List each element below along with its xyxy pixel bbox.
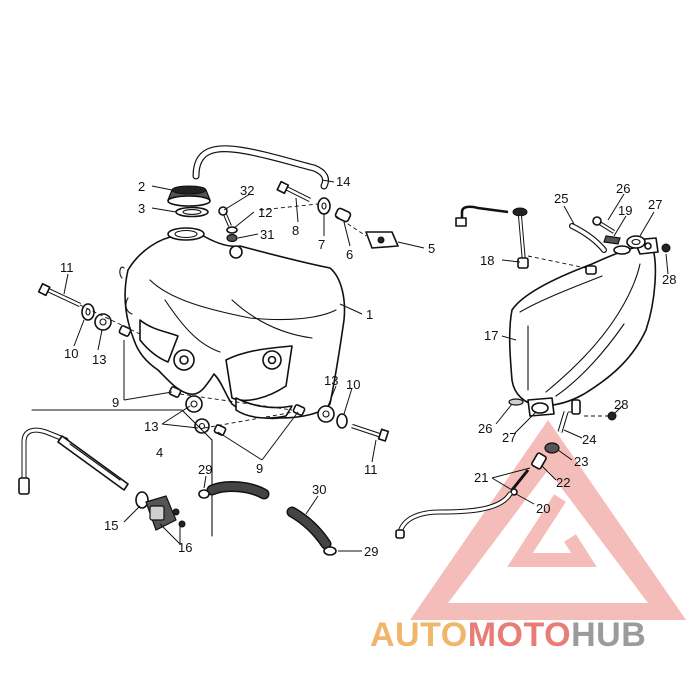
callout-27a: 27 <box>648 197 662 212</box>
valve-23 <box>544 442 560 454</box>
alignment-lines-right <box>527 255 612 417</box>
washer-7 <box>317 197 331 215</box>
callout-22: 22 <box>556 475 570 490</box>
clip-19 <box>603 235 621 245</box>
callout-12: 12 <box>258 205 272 220</box>
callout-26b: 26 <box>478 421 492 436</box>
pump-body-16 <box>145 495 186 531</box>
clamp-29-lower <box>323 546 337 556</box>
callout-28a: 28 <box>662 272 676 287</box>
callout-1: 1 <box>366 307 373 322</box>
callout-25: 25 <box>554 191 568 206</box>
nut-28-upper <box>661 243 671 253</box>
breather-pipe-25 <box>569 223 607 253</box>
spacer-9-lower <box>168 386 182 398</box>
callout-29a: 29 <box>198 462 212 477</box>
cap-27-lower <box>531 402 549 414</box>
callout-31: 31 <box>260 227 274 242</box>
watermark-brand-text: AUTOMOTOHUB <box>370 616 646 655</box>
callout-13c: 13 <box>324 373 338 388</box>
fuel-hose-30 <box>206 481 332 550</box>
bracket-5 <box>365 231 399 249</box>
brand-hub: HUB <box>571 616 647 654</box>
callout-17: 17 <box>484 328 498 343</box>
fitting-22 <box>531 452 547 470</box>
callout-14: 14 <box>336 174 350 189</box>
nut-31 <box>226 233 238 243</box>
spacer-9-mid <box>213 424 227 436</box>
callout-24: 24 <box>582 432 596 447</box>
callout-27b: 27 <box>502 430 516 445</box>
callout-3: 3 <box>138 201 145 216</box>
callout-11b: 11 <box>364 462 378 477</box>
grommet-13-right <box>317 405 335 423</box>
callout-8: 8 <box>292 223 299 238</box>
callout-9a: 9 <box>112 395 119 410</box>
bolt-11-right <box>351 423 390 442</box>
washer-12 <box>226 226 238 234</box>
callout-30: 30 <box>312 482 326 497</box>
callout-26a: 26 <box>616 181 630 196</box>
callout-32: 32 <box>240 183 254 198</box>
bolt-11-left <box>37 282 81 308</box>
auxiliary-tank-17 <box>508 237 659 417</box>
callout-23: 23 <box>574 454 588 469</box>
cap-gasket <box>175 206 209 218</box>
fitting-24 <box>557 411 569 433</box>
callout-6: 6 <box>346 247 353 262</box>
screw-8 <box>276 180 312 203</box>
grommet-13-lower-a <box>185 395 203 413</box>
grommet-13-lower-b <box>194 418 210 434</box>
callout-7: 7 <box>318 237 325 252</box>
brand-moto: MOTO <box>467 616 572 654</box>
callout-5: 5 <box>428 241 435 256</box>
callout-19: 19 <box>618 203 632 218</box>
callout-16: 16 <box>178 540 192 555</box>
callout-labels: 1 2 3 4 5 6 7 8 9 9 10 10 11 11 12 13 13… <box>60 174 676 559</box>
callout-21: 21 <box>474 470 488 485</box>
fuel-pump-assembly <box>18 409 213 537</box>
screw-26-lower <box>508 398 524 406</box>
callout-4: 4 <box>156 445 163 460</box>
breather-hose <box>192 145 330 190</box>
hose-20 <box>395 491 513 539</box>
alignment-lines-left <box>79 203 367 429</box>
washer-10-right <box>336 413 348 429</box>
cap-27-upper <box>626 235 646 249</box>
main-fuel-tank <box>119 227 346 420</box>
callout-9b: 9 <box>256 461 263 476</box>
clamp-29-upper <box>198 489 210 499</box>
level-sensor-18 <box>455 205 529 269</box>
callout-15: 15 <box>104 518 118 533</box>
o-ring-15 <box>135 491 149 509</box>
watermark-logo <box>410 420 686 620</box>
callout-18: 18 <box>480 253 494 268</box>
screw-32 <box>218 206 232 227</box>
callout-10a: 10 <box>64 346 78 361</box>
fuel-cap <box>167 185 211 207</box>
callout-28b: 28 <box>614 397 628 412</box>
callout-11a: 11 <box>60 260 74 275</box>
callout-13a: 13 <box>92 352 106 367</box>
grommet-13-left <box>94 313 112 331</box>
callout-20: 20 <box>536 501 550 516</box>
callout-2: 2 <box>138 179 145 194</box>
callout-13b: 13 <box>144 419 158 434</box>
callout-10b: 10 <box>346 377 360 392</box>
brand-auto: AUTO <box>370 616 468 654</box>
screw-26-upper <box>592 216 616 234</box>
leader-lines <box>63 179 669 552</box>
callout-29b: 29 <box>364 544 378 559</box>
washer-10-left <box>81 303 95 321</box>
